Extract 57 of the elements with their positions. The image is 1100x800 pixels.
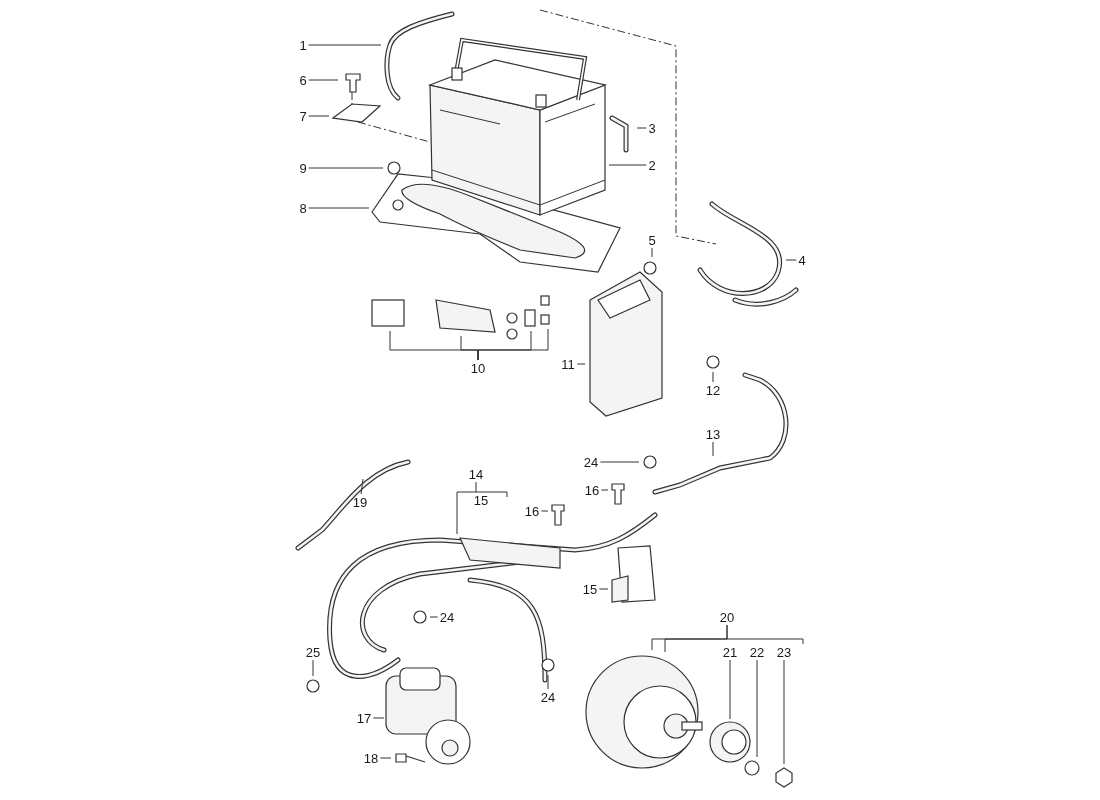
callout-number: 1	[299, 37, 307, 53]
callout-number: 4	[798, 252, 806, 268]
leader-line	[429, 616, 439, 618]
callout-number: 15	[582, 581, 598, 597]
leader-line	[308, 44, 382, 46]
leader-line	[540, 510, 549, 512]
callout-number: 23	[776, 644, 792, 660]
leader-line	[712, 441, 714, 457]
leader-line	[598, 588, 609, 590]
leader-line	[608, 164, 647, 166]
leader-line	[785, 259, 797, 261]
callout-number: 5	[648, 232, 656, 248]
callout-number: 9	[299, 160, 307, 176]
callout-number: 21	[722, 644, 738, 660]
callout-number: 11	[561, 356, 575, 372]
leader-line	[456, 481, 477, 535]
callout-number: 24	[583, 454, 599, 470]
callout-number: 12	[705, 382, 721, 398]
callout-number: 22	[749, 644, 765, 660]
leader-line	[600, 489, 609, 491]
leader-line	[308, 79, 339, 81]
callout-number: 18	[363, 750, 379, 766]
callout-number: 25	[305, 644, 321, 660]
leader-line	[712, 371, 714, 383]
leader-line	[664, 624, 728, 653]
callout-number: 3	[648, 120, 656, 136]
leader-line	[308, 167, 384, 169]
callout-number: 16	[584, 482, 600, 498]
callout-number: 8	[299, 200, 307, 216]
callout-number: 19	[352, 494, 368, 510]
leader-line	[576, 363, 586, 365]
leader-line	[312, 659, 314, 677]
callout-number: 14	[468, 466, 484, 482]
leader-line	[599, 461, 640, 463]
leader-line	[636, 127, 647, 129]
leader-line	[477, 328, 549, 361]
leader-line	[372, 717, 385, 719]
leader-line	[783, 659, 785, 765]
callout-number: 2	[648, 157, 656, 173]
callout-number: 24	[540, 689, 556, 705]
leader-line	[308, 207, 370, 209]
callout-number: 13	[705, 426, 721, 442]
leader-line	[308, 115, 330, 117]
callout-number: 17	[356, 710, 372, 726]
callout-number: 6	[299, 72, 307, 88]
callout-number: 15	[473, 492, 489, 508]
callout-number: 10	[470, 360, 486, 376]
leader-line	[547, 674, 549, 690]
callout-number: 16	[524, 503, 540, 519]
leader-line	[729, 659, 731, 720]
callout-number: 7	[299, 108, 307, 124]
callout-number: 24	[439, 609, 455, 625]
leader-line	[756, 659, 758, 758]
leader-line	[360, 478, 364, 495]
leader-line	[379, 757, 392, 759]
callout-number: 20	[719, 609, 735, 625]
leader-line	[651, 247, 653, 258]
